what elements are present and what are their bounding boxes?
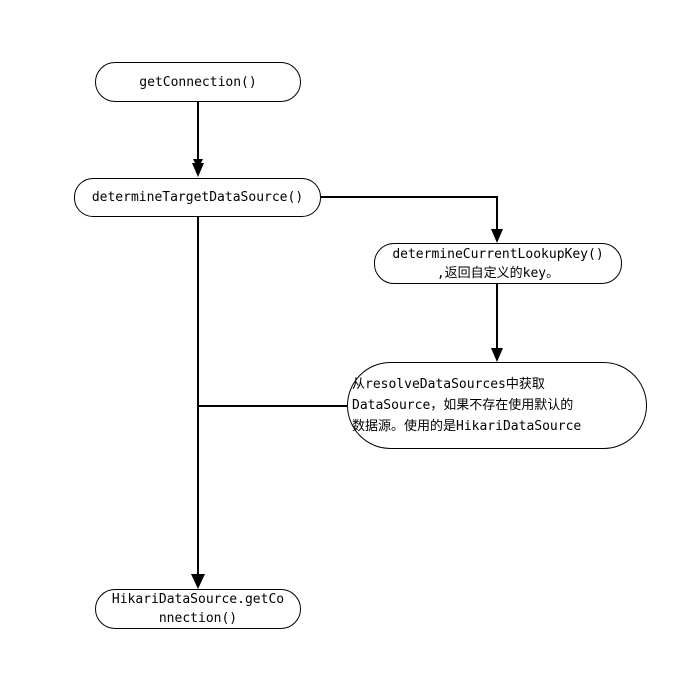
- arrowhead-determine-to-lookup: [491, 229, 503, 243]
- node-get-connection-label: getConnection(): [139, 74, 257, 90]
- edge-determine-to-lookup: [321, 196, 498, 231]
- node-determine-current-lookup-key: determineCurrentLookupKey() ,返回自定义的key。: [374, 243, 622, 284]
- arrowhead-getconn-to-determine: [192, 163, 204, 177]
- node-resolve-datasources: 从resolveDataSources中获取 DataSource，如果不存在使…: [347, 362, 647, 449]
- node-hikari-get-connection-label: HikariDataSource.getCo nnection(): [111, 592, 285, 626]
- node-determine-current-lookup-key-label: determineCurrentLookupKey() ,返回自定义的key。: [392, 246, 604, 281]
- node-hikari-get-connection: HikariDataSource.getCo nnection(): [95, 589, 301, 629]
- node-determine-target-datasource: determineTargetDataSource(): [74, 178, 321, 217]
- arrowhead-to-hikari: [191, 574, 205, 589]
- arrowhead-lookup-to-resolve: [491, 348, 503, 362]
- node-resolve-datasources-label: 从resolveDataSources中获取 DataSource，如果不存在使…: [352, 377, 582, 434]
- node-get-connection: getConnection(): [95, 62, 301, 102]
- node-determine-target-datasource-label: determineTargetDataSource(): [91, 190, 304, 205]
